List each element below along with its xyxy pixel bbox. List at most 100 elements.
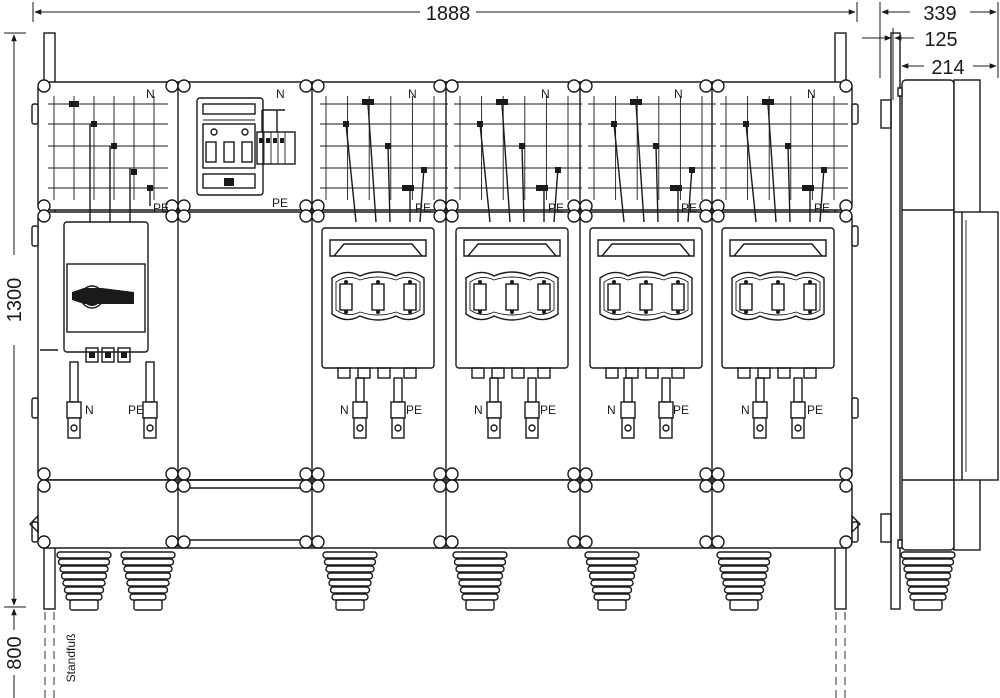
fixing-ring <box>839 209 853 223</box>
dimension-height: 1300 <box>4 32 26 608</box>
gland-ring <box>588 572 636 580</box>
fixing-ring <box>37 79 51 93</box>
fixing-ring <box>711 467 725 481</box>
fuse-contact <box>478 280 482 284</box>
gland-ring <box>123 565 173 573</box>
side-view <box>880 32 999 610</box>
gland-tip <box>69 599 99 611</box>
fuse-contact <box>676 310 680 314</box>
gland-ring <box>65 593 103 601</box>
fixing-ring <box>299 535 313 549</box>
gland-ring <box>328 579 372 587</box>
cable-lug <box>390 401 406 419</box>
pe-label: PE <box>548 201 564 215</box>
device-modules <box>321 227 835 439</box>
terminal <box>537 367 551 379</box>
fixing-ring <box>177 79 191 93</box>
neutral-label: N <box>276 87 285 101</box>
pe-label: PE <box>406 403 422 417</box>
gland-ring <box>325 565 375 573</box>
cable-lug <box>620 401 636 419</box>
connection-wire <box>613 123 625 223</box>
fuse-contact <box>376 310 380 314</box>
fixing-ring <box>445 467 459 481</box>
gland-ring <box>590 579 634 587</box>
fixing-ring <box>839 79 853 93</box>
gland-ring <box>121 558 175 566</box>
cable-lug-end <box>353 417 367 439</box>
fuse-switch-label-strip <box>597 239 695 257</box>
gland-ring <box>723 586 765 594</box>
terminal <box>671 367 685 379</box>
fixing-ring <box>699 467 713 481</box>
busbar-clamp <box>762 99 774 105</box>
gland-ring <box>56 551 112 559</box>
connection-wire <box>787 145 791 223</box>
fuse-carrier-inner <box>335 276 421 316</box>
gland-ring <box>458 579 502 587</box>
connection-wire <box>419 167 425 223</box>
busbar-clamp <box>131 169 137 175</box>
fixing-ring <box>711 79 725 93</box>
fixing-ring <box>177 479 191 493</box>
fixing-ring <box>699 479 713 493</box>
fuse-contact <box>644 310 648 314</box>
fuse-contact <box>776 310 780 314</box>
gland-ring <box>452 551 508 559</box>
fixing-ring <box>165 79 179 93</box>
pe-label: PE <box>681 201 697 215</box>
fixing-ring <box>711 535 725 549</box>
neutral-label: N <box>408 87 417 101</box>
fixing-ring <box>445 79 459 93</box>
fuse-switch-body <box>455 227 569 369</box>
fixing-ring <box>567 209 581 223</box>
fixing-ring <box>579 79 593 93</box>
fixing-ring <box>433 535 447 549</box>
fixing-ring <box>433 79 447 93</box>
dimension-depth: 339 125 214 <box>862 2 999 100</box>
pe-label: PE <box>807 403 823 417</box>
cable-lug <box>658 401 674 419</box>
neutral-label: N <box>674 87 683 101</box>
gland-ring <box>907 586 949 594</box>
connection-wire <box>767 103 777 223</box>
connection-wire <box>819 167 825 223</box>
gland-ring <box>59 565 109 573</box>
busbar-clamp <box>536 185 548 191</box>
neutral-label: N <box>340 403 349 417</box>
fixing-ring <box>177 467 191 481</box>
fixing-ring <box>579 209 593 223</box>
fixing-ring <box>711 479 725 493</box>
cable-lug-hole <box>528 424 536 432</box>
fuse-contact <box>344 310 348 314</box>
fixing-ring <box>711 209 725 223</box>
fuse-carrier <box>331 271 425 321</box>
gland-ring <box>591 586 633 594</box>
busbar-clamp <box>670 185 682 191</box>
fixing-ring <box>579 535 593 549</box>
gland-ring <box>126 579 170 587</box>
fixing-ring <box>177 209 191 223</box>
hinge <box>31 225 39 247</box>
gland-ring <box>129 593 167 601</box>
fixing-ring <box>165 535 179 549</box>
side-hinges <box>29 103 861 543</box>
neutral-label: N <box>146 87 155 101</box>
cable-lug <box>752 401 768 419</box>
fuse-carrier <box>599 271 693 321</box>
cable-lug-hole <box>490 424 498 432</box>
fuse-contact <box>808 280 812 284</box>
gland-ring <box>453 558 507 566</box>
fuse-switch-handle <box>601 243 691 257</box>
fuse-switch-label-strip <box>329 239 427 257</box>
busbar-clamp <box>91 121 97 127</box>
gland-ring <box>461 593 499 601</box>
hinge <box>851 103 859 125</box>
fuse-carrier-inner <box>603 276 689 316</box>
pe-label: PE <box>128 403 144 417</box>
fixing-ring <box>567 79 581 93</box>
fixing-ring <box>299 479 313 493</box>
neutral-label: N <box>541 87 550 101</box>
busbar-systems <box>48 96 848 223</box>
depth-inner-value: 125 <box>924 29 957 51</box>
